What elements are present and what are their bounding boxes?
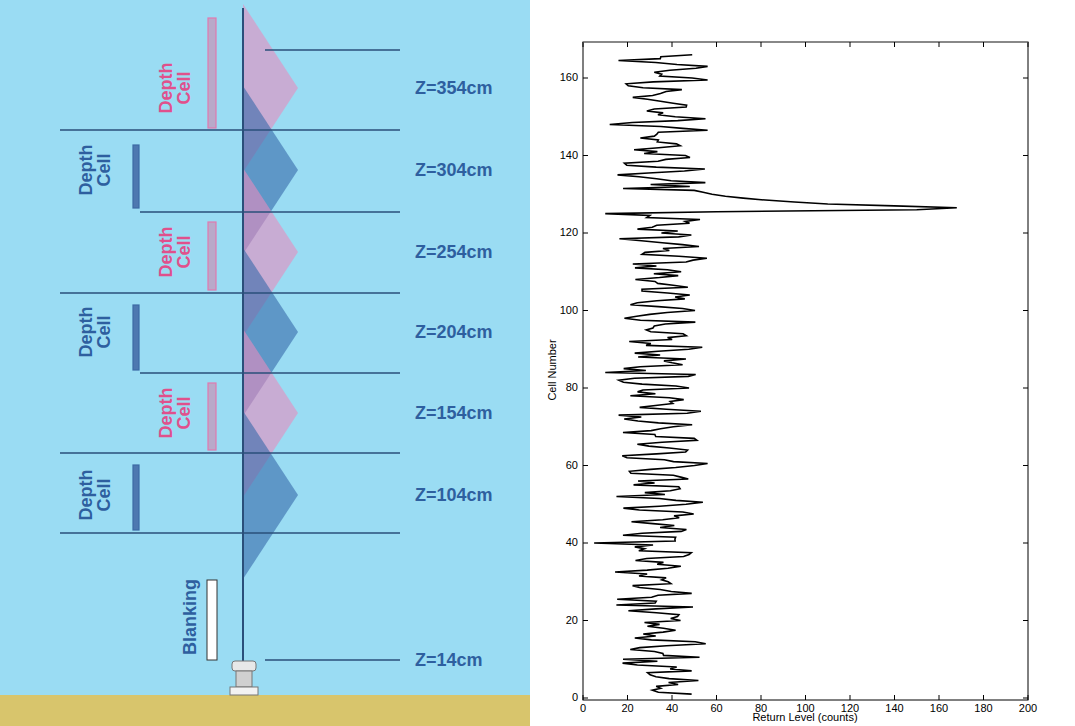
beam-axis <box>242 8 244 662</box>
axis-tick-label: 140 <box>885 703 903 715</box>
depth-cell-bar <box>208 18 216 128</box>
cell-boundary <box>60 292 400 293</box>
axis-tick-label: 60 <box>566 460 578 472</box>
depth-cell-label: Depth Cell <box>157 381 193 446</box>
depth-cell-bar <box>133 465 139 530</box>
depth-label: Z=354cm <box>415 79 493 98</box>
return-profile <box>594 55 957 694</box>
axis-tick-label: 80 <box>566 382 578 394</box>
depth-label: Z=104cm <box>415 486 493 505</box>
depth-cell-bar <box>133 145 139 208</box>
depth-cell-label: Depth Cell <box>77 300 113 365</box>
axis-tick-label: 40 <box>666 703 678 715</box>
axis-title: Cell Number <box>547 339 559 400</box>
depth-label: Z=14cm <box>415 651 483 670</box>
axis-tick-label: 0 <box>572 692 578 704</box>
depth-label: Z=304cm <box>415 161 493 180</box>
depth-label: Z=204cm <box>415 323 493 342</box>
axis-title: Return Level (counts) <box>752 712 857 724</box>
axis-tick-label: 40 <box>566 537 578 549</box>
axis-tick-label: 20 <box>566 615 578 627</box>
axis-tick-label: 20 <box>621 703 633 715</box>
depth-label: Z=254cm <box>415 243 493 262</box>
axis-ticks <box>583 42 1028 700</box>
axis-tick-label: 0 <box>580 703 586 715</box>
axis-tick-label: 160 <box>560 72 578 84</box>
cell-boundary <box>140 211 400 212</box>
axis-tick-label: 140 <box>560 150 578 162</box>
cell-boundary <box>140 372 400 373</box>
axis-tick-label: 200 <box>1019 703 1037 715</box>
depth-cell-label: Depth Cell <box>77 463 113 528</box>
blanking-bar <box>207 580 217 660</box>
adcp-instrument <box>230 661 258 695</box>
cell-boundary <box>60 532 400 533</box>
axis-tick-label: 60 <box>710 703 722 715</box>
water <box>0 0 530 695</box>
depth-cell-label: Depth Cell <box>157 220 193 285</box>
plot-frame <box>583 42 1028 700</box>
depth-cell-bar <box>208 383 216 450</box>
axis-tick-label: 120 <box>560 227 578 239</box>
cell-boundary <box>265 659 400 660</box>
depth-cell-label: Depth Cell <box>77 138 113 203</box>
axis-tick-label: 100 <box>560 305 578 317</box>
blanking-label: Blanking <box>181 579 200 655</box>
depth-label: Z=154cm <box>415 404 493 423</box>
depth-cell-bar <box>133 305 139 370</box>
cell-boundary <box>265 49 400 50</box>
axis-tick-label: 180 <box>974 703 992 715</box>
cell-boundary <box>60 452 400 453</box>
cell-boundary <box>60 129 400 130</box>
depth-cell-bar <box>208 222 216 290</box>
depth-cell-label: Depth Cell <box>157 56 193 121</box>
seabed <box>0 695 530 726</box>
axis-tick-label: 160 <box>930 703 948 715</box>
beam-pulse <box>243 411 298 579</box>
